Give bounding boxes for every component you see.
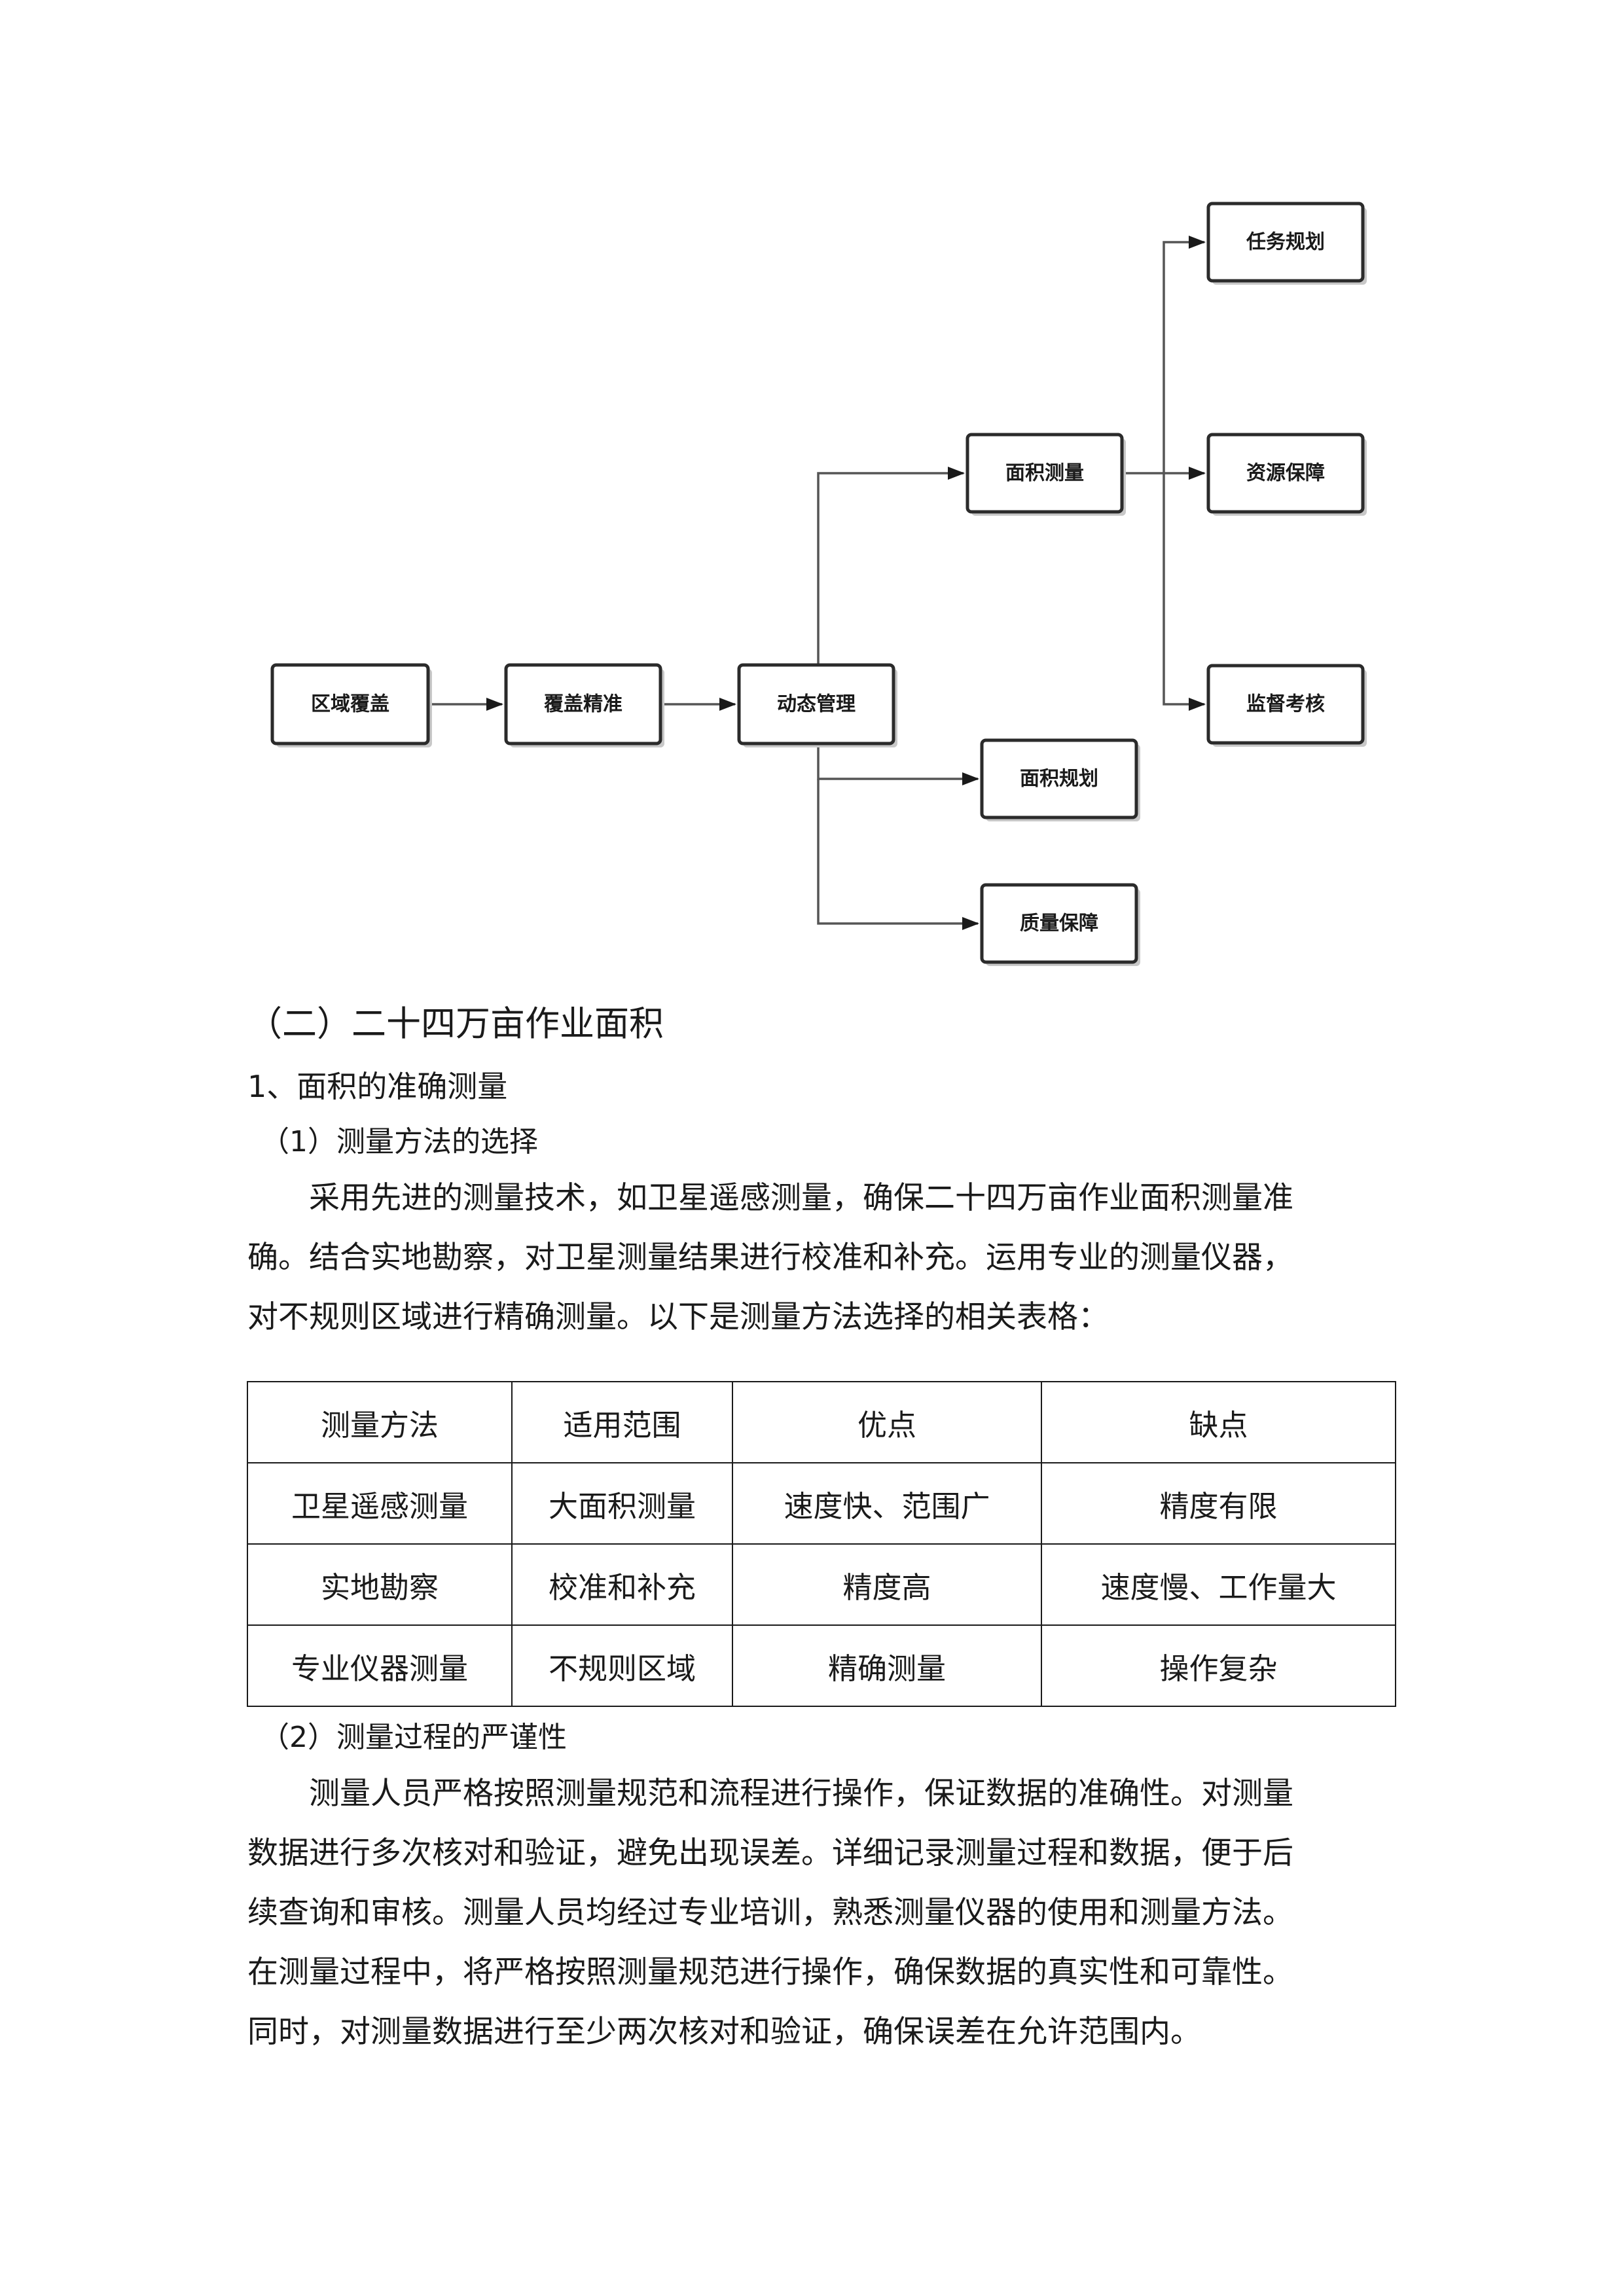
subheading-measurement-rigor: （2）测量过程的严谨性 — [261, 1721, 567, 1754]
process-flowchart: 区域覆盖 覆盖精准 动态管理 面积测量 面积规划 质量保障 任务规划 资源保障 — [270, 202, 1367, 966]
table-row: 专业仪器测量 不规则区域 精确测量 操作复杂 — [247, 1624, 1396, 1707]
table-header-row: 测量方法 适用范围 优点 缺点 — [247, 1381, 1396, 1463]
table-header-cell: 缺点 — [1041, 1381, 1396, 1463]
table-cell: 实地勘察 — [247, 1543, 513, 1626]
paragraph-line: 在测量过程中，将严格按照测量规范进行操作，确保数据的真实性和可靠性。 — [247, 1954, 1293, 1990]
node-region-coverage: 区域覆盖 — [270, 663, 432, 747]
table-cell: 大面积测量 — [511, 1462, 733, 1545]
table-cell: 不规则区域 — [511, 1624, 733, 1707]
table-cell: 精度高 — [732, 1543, 1042, 1626]
paragraph-line: 确。结合实地勘察，对卫星测量结果进行校准和补充。运用专业的测量仪器， — [247, 1240, 1293, 1276]
paragraph-line: 同时，对测量数据进行至少两次核对和验证，确保误差在允许范围内。 — [247, 2014, 1201, 2050]
section-heading: （二）二十四万亩作业面积 — [247, 1004, 664, 1044]
table-cell: 精确测量 — [732, 1624, 1042, 1707]
table-cell: 操作复杂 — [1041, 1624, 1396, 1707]
node-area-measurement: 面积测量 — [965, 433, 1126, 516]
paragraph-measurement-rigor: 测量人员严格按照测量规范和流程进行操作，保证数据的准确性。对测量 数据进行多次核… — [247, 1764, 1394, 2062]
node-task-planning-label: 任务规划 — [1246, 231, 1325, 254]
table-header-cell: 适用范围 — [511, 1381, 733, 1463]
node-supervision-assessment: 监督考核 — [1206, 664, 1367, 747]
table-cell: 速度慢、工作量大 — [1041, 1543, 1396, 1626]
paragraph-method-selection: 采用先进的测量技术，如卫星遥感测量，确保二十四万亩作业面积测量准 确。结合实地勘… — [247, 1168, 1394, 1347]
node-dynamic-management-label: 动态管理 — [777, 693, 856, 716]
table-cell: 速度快、范围广 — [732, 1462, 1042, 1545]
paragraph-line: 采用先进的测量技术，如卫星遥感测量，确保二十四万亩作业面积测量准 — [247, 1180, 1293, 1216]
node-precise-coverage: 覆盖精准 — [504, 663, 664, 747]
node-task-planning: 任务规划 — [1206, 202, 1367, 285]
edge-dynamic-to-quality — [817, 779, 979, 930]
node-area-measurement-label: 面积测量 — [1005, 462, 1084, 485]
table-cell: 校准和补充 — [511, 1543, 733, 1626]
subheading-method-selection: （1）测量方法的选择 — [261, 1125, 538, 1158]
node-area-planning: 面积规划 — [980, 738, 1140, 821]
node-supervision-assessment-label: 监督考核 — [1246, 693, 1325, 716]
subheading-area-measurement: 1、面积的准确测量 — [247, 1069, 508, 1104]
node-quality-assurance-label: 质量保障 — [1020, 912, 1098, 935]
edge-area-to-task — [1163, 236, 1206, 473]
node-quality-assurance: 质量保障 — [980, 883, 1140, 966]
node-dynamic-management: 动态管理 — [737, 663, 897, 747]
paragraph-line: 续查询和审核。测量人员均经过专业培训，熟悉测量仪器的使用和测量方法。 — [247, 1895, 1293, 1931]
paragraph-line: 数据进行多次核对和验证，避免出现误差。详细记录测量过程和数据，便于后 — [247, 1835, 1293, 1871]
node-region-coverage-label: 区域覆盖 — [311, 693, 389, 716]
edge-dynamic-to-area-measurement — [817, 467, 965, 664]
table-cell: 精度有限 — [1041, 1462, 1396, 1545]
table-header-cell: 测量方法 — [247, 1381, 513, 1463]
table-cell: 卫星遥感测量 — [247, 1462, 513, 1545]
node-precise-coverage-label: 覆盖精准 — [544, 693, 623, 716]
paragraph-line: 对不规则区域进行精确测量。以下是测量方法选择的相关表格： — [247, 1299, 1109, 1335]
edge-dynamic-to-area-planning — [817, 744, 979, 785]
node-resource-assurance: 资源保障 — [1206, 433, 1367, 516]
measurement-methods-table: 测量方法 适用范围 优点 缺点 卫星遥感测量 大面积测量 速度快、范围广 精度有… — [247, 1381, 1396, 1707]
table-row: 实地勘察 校准和补充 精度高 速度慢、工作量大 — [247, 1543, 1396, 1626]
node-area-planning-label: 面积规划 — [1020, 768, 1098, 791]
table-cell: 专业仪器测量 — [247, 1624, 513, 1707]
paragraph-line: 测量人员严格按照测量规范和流程进行操作，保证数据的准确性。对测量 — [247, 1776, 1293, 1812]
table-header-cell: 优点 — [732, 1381, 1042, 1463]
edge-area-to-supervision — [1163, 473, 1206, 711]
flow-edges — [428, 236, 1206, 930]
node-resource-assurance-label: 资源保障 — [1246, 462, 1325, 485]
table-row: 卫星遥感测量 大面积测量 速度快、范围广 精度有限 — [247, 1462, 1396, 1545]
